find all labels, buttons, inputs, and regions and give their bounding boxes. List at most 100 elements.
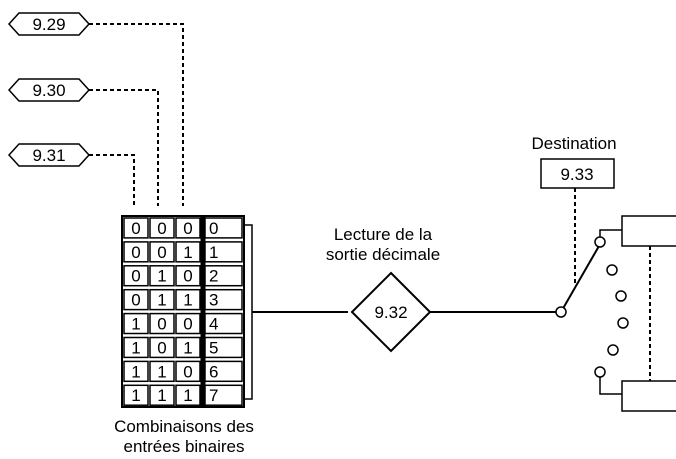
bit-cell xyxy=(149,265,175,287)
bit-cell xyxy=(175,336,201,359)
bit-cell xyxy=(175,360,201,383)
bit-cell xyxy=(175,265,201,287)
bit-cell xyxy=(123,217,149,239)
input-tag-label: 9.31 xyxy=(32,146,65,165)
bit-cell xyxy=(123,360,149,383)
link-9-30 xyxy=(89,89,159,206)
bit-value: 1 xyxy=(183,291,192,310)
decimal-value: 7 xyxy=(209,386,218,405)
bit-value: 0 xyxy=(131,219,140,238)
switch-arm xyxy=(560,245,600,313)
decimal-value: 5 xyxy=(209,338,218,357)
output-connector xyxy=(244,224,348,400)
bit-value: 1 xyxy=(183,386,192,405)
input-tag-label: 9.29 xyxy=(32,15,65,34)
bit-value: 0 xyxy=(183,219,192,238)
decimal-value: 2 xyxy=(209,267,218,286)
output-box-bottom xyxy=(621,380,676,412)
decimal-value: 0 xyxy=(209,219,218,238)
bit-cell xyxy=(149,360,175,383)
decimal-value: 3 xyxy=(209,291,218,310)
switch-top-lead xyxy=(599,229,622,237)
bit-cell xyxy=(175,384,201,406)
bit-cell xyxy=(123,336,149,359)
bit-value: 1 xyxy=(157,267,166,286)
bit-value: 1 xyxy=(131,362,140,381)
bit-value: 1 xyxy=(157,386,166,405)
bit-cell xyxy=(123,288,149,311)
bit-cell xyxy=(175,288,201,311)
bit-value: 1 xyxy=(131,338,140,357)
bit-value: 0 xyxy=(157,315,166,334)
decimal-value: 4 xyxy=(209,315,218,334)
destination-param: 9.33 xyxy=(560,165,593,184)
table-caption-line2: entrées binaires xyxy=(124,437,245,456)
bit-value: 1 xyxy=(157,291,166,310)
switch-contact xyxy=(607,344,619,356)
switch-bottom-lead xyxy=(599,377,622,395)
switch-contact xyxy=(617,317,629,329)
bit-cell xyxy=(149,336,175,359)
bit-value: 0 xyxy=(157,243,166,262)
switch-pivot xyxy=(555,306,567,318)
bit-cell xyxy=(175,312,201,335)
bit-value: 0 xyxy=(157,338,166,357)
bit-value: 0 xyxy=(183,315,192,334)
decimal-value: 6 xyxy=(209,362,218,381)
input-tag-9-29: 9.29 xyxy=(7,12,91,36)
bit-cell xyxy=(149,217,175,239)
bit-cell xyxy=(175,217,201,239)
bit-value: 1 xyxy=(131,315,140,334)
switch-contact xyxy=(594,236,606,248)
link-9-29 xyxy=(89,23,184,206)
destination-label: Destination xyxy=(531,134,616,153)
readout-label-line1: Lecture de la xyxy=(334,225,433,244)
table-caption-line1: Combinaisons des xyxy=(114,417,254,436)
bit-value: 1 xyxy=(183,338,192,357)
link-9-31 xyxy=(89,154,135,206)
decimal-value: 1 xyxy=(209,243,218,262)
bit-value: 0 xyxy=(157,219,166,238)
bit-value: 1 xyxy=(157,362,166,381)
readout-block: Lecture de la sortie décimale 9.32 xyxy=(326,225,440,353)
bit-value: 1 xyxy=(131,386,140,405)
bit-cell xyxy=(175,241,201,263)
selector-switch xyxy=(555,215,676,412)
bit-cell xyxy=(123,312,149,335)
bit-cell xyxy=(149,288,175,311)
bit-value: 0 xyxy=(183,267,192,286)
readout-diamond xyxy=(350,271,432,353)
bit-value: 0 xyxy=(131,267,140,286)
bit-cell xyxy=(123,241,149,263)
input-tag-label: 9.30 xyxy=(32,81,65,100)
input-tag-9-31: 9.31 xyxy=(7,143,91,167)
bit-cell xyxy=(123,384,149,406)
readout-param: 9.32 xyxy=(374,303,407,322)
bit-value: 0 xyxy=(131,243,140,262)
bit-cell xyxy=(149,241,175,263)
bit-cell xyxy=(149,384,175,406)
input-tag-9-30: 9.30 xyxy=(7,78,91,102)
readout-label-line2: sortie décimale xyxy=(326,245,440,264)
switch-contact xyxy=(594,366,606,378)
bit-value: 0 xyxy=(183,362,192,381)
table-caption: Combinaisons des entrées binaires xyxy=(114,417,254,456)
bit-value: 1 xyxy=(183,243,192,262)
bit-cell xyxy=(123,265,149,287)
input-links xyxy=(89,23,184,206)
bit-value: 0 xyxy=(131,291,140,310)
destination-block: Destination 9.33 xyxy=(531,134,617,286)
switch-contact xyxy=(615,290,627,302)
switch-contact xyxy=(606,264,618,276)
output-box-top xyxy=(621,215,676,247)
